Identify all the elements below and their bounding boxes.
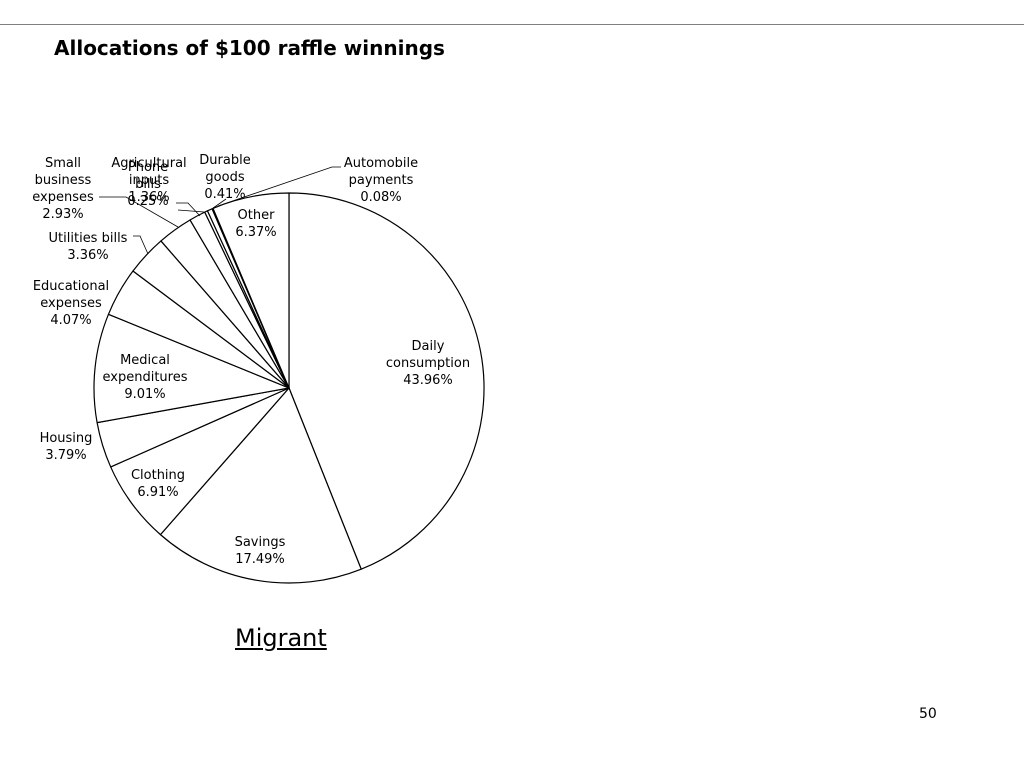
pie-slice-medical-expenditures: [93, 313, 290, 424]
leader-line: [212, 198, 227, 209]
leader-line: [176, 202, 201, 217]
pie-slice-savings: [159, 387, 362, 584]
leader-line: [177, 209, 205, 213]
leader-line: [133, 235, 149, 255]
chart-caption: Migrant: [235, 624, 327, 652]
top-rule: [0, 24, 1024, 25]
slide-title: Allocations of $100 raffle winnings: [54, 36, 445, 60]
page-number: 50: [919, 706, 937, 722]
leader-line: [217, 166, 341, 207]
pie-slice-other: [212, 192, 290, 389]
leader-line: [99, 196, 179, 228]
pie-slice-daily-consumption: [288, 192, 485, 570]
